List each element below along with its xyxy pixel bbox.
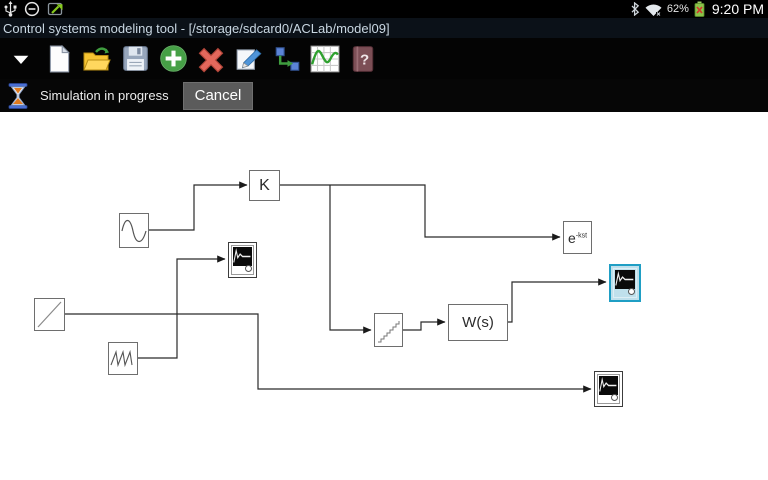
scope-strip	[599, 394, 618, 402]
scope-trace	[615, 271, 634, 286]
open-folder-icon	[83, 46, 111, 70]
simulation-status-bar: Simulation in progress Cancel	[0, 79, 768, 112]
bluetooth-icon	[631, 2, 640, 16]
add-block-button[interactable]	[158, 44, 188, 74]
usb-icon	[4, 1, 17, 17]
scope-frame	[613, 268, 637, 298]
connect-blocks-button[interactable]	[272, 44, 302, 74]
scope-screen	[233, 247, 252, 266]
block-sine-source[interactable]	[119, 213, 149, 248]
block-gain[interactable]: K	[249, 170, 280, 201]
scope-clock-icon	[628, 288, 635, 295]
screen-cast-icon	[47, 2, 63, 16]
wire-gain-to-quantizer	[329, 185, 372, 334]
new-file-button[interactable]	[44, 44, 74, 74]
block-delay[interactable]: e-kst	[563, 221, 592, 254]
scope-clock-icon	[611, 394, 618, 401]
gain-label: K	[259, 176, 270, 194]
ramp-icon	[37, 301, 62, 328]
signal-wires	[65, 181, 607, 393]
block-ramp-source[interactable]	[34, 298, 65, 331]
sawtooth-icon	[110, 349, 133, 368]
scope-trace	[599, 377, 617, 392]
block-scope-top[interactable]	[228, 242, 257, 278]
app-title-bar: Control systems modeling tool - [/storag…	[0, 18, 768, 38]
transfer-function-label: W(s)	[462, 314, 494, 331]
block-quantizer[interactable]	[374, 313, 403, 347]
open-file-button[interactable]	[82, 44, 112, 74]
wire-tf-to-selected-scope	[508, 278, 607, 323]
delete-x-icon	[198, 47, 224, 73]
circle-minus-icon	[24, 1, 40, 17]
edit-properties-button[interactable]	[234, 44, 264, 74]
scope-screen	[615, 270, 635, 289]
scope-strip	[233, 265, 252, 273]
window-title: Control systems modeling tool - [/storag…	[3, 20, 390, 36]
wire-quantizer-to-tf	[403, 318, 446, 331]
status-right-icons: 62% 9:20 PM	[630, 1, 764, 17]
menu-dropdown-button[interactable]	[6, 44, 36, 74]
clock-time: 9:20 PM	[711, 1, 764, 17]
scope-trace	[233, 248, 251, 263]
scope-clock-icon	[245, 265, 252, 272]
scope-frame	[597, 374, 620, 404]
wire-gain-to-delay	[279, 184, 561, 241]
delete-block-button[interactable]	[196, 44, 226, 74]
scope-strip	[615, 288, 635, 296]
connect-wire-icon	[275, 46, 299, 71]
android-status-bar: 62% 9:20 PM	[0, 0, 768, 18]
save-button[interactable]	[120, 44, 150, 74]
model-canvas[interactable]: K W(s)	[0, 112, 768, 480]
delay-label: e-kst	[567, 229, 588, 246]
save-floppy-icon	[122, 46, 148, 71]
status-left-icons	[4, 1, 66, 17]
hourglass-icon	[8, 82, 28, 109]
quantizer-stairs-icon	[378, 321, 400, 343]
help-book-icon: ?	[352, 45, 374, 72]
plot-results-button[interactable]	[310, 44, 340, 74]
wire-ramp-to-scope	[65, 313, 592, 393]
svg-text:?: ?	[360, 51, 369, 68]
block-sawtooth-source[interactable]	[108, 342, 138, 375]
simulation-status-text: Simulation in progress	[40, 88, 169, 103]
wifi-icon	[645, 4, 662, 16]
help-button[interactable]: ?	[348, 44, 378, 74]
block-scope-bottom[interactable]	[594, 371, 623, 407]
wire-sine-to-gain	[148, 181, 248, 231]
sine-wave-icon	[121, 219, 147, 243]
wire-sawtooth-to-scope	[138, 255, 226, 359]
toolbar: ?	[0, 38, 768, 79]
plot-graph-icon	[310, 45, 340, 72]
cancel-button[interactable]: Cancel	[182, 81, 254, 110]
block-transfer-function[interactable]: W(s)	[448, 304, 508, 341]
edit-pencil-icon	[236, 49, 262, 70]
block-scope-selected[interactable]	[609, 264, 641, 302]
scope-frame	[231, 245, 254, 275]
dropdown-arrow-icon	[13, 55, 29, 64]
add-plus-icon	[159, 45, 187, 72]
scope-screen	[599, 376, 618, 395]
battery-icon	[694, 1, 705, 17]
battery-percent: 62%	[666, 3, 689, 15]
new-file-icon	[49, 44, 70, 72]
